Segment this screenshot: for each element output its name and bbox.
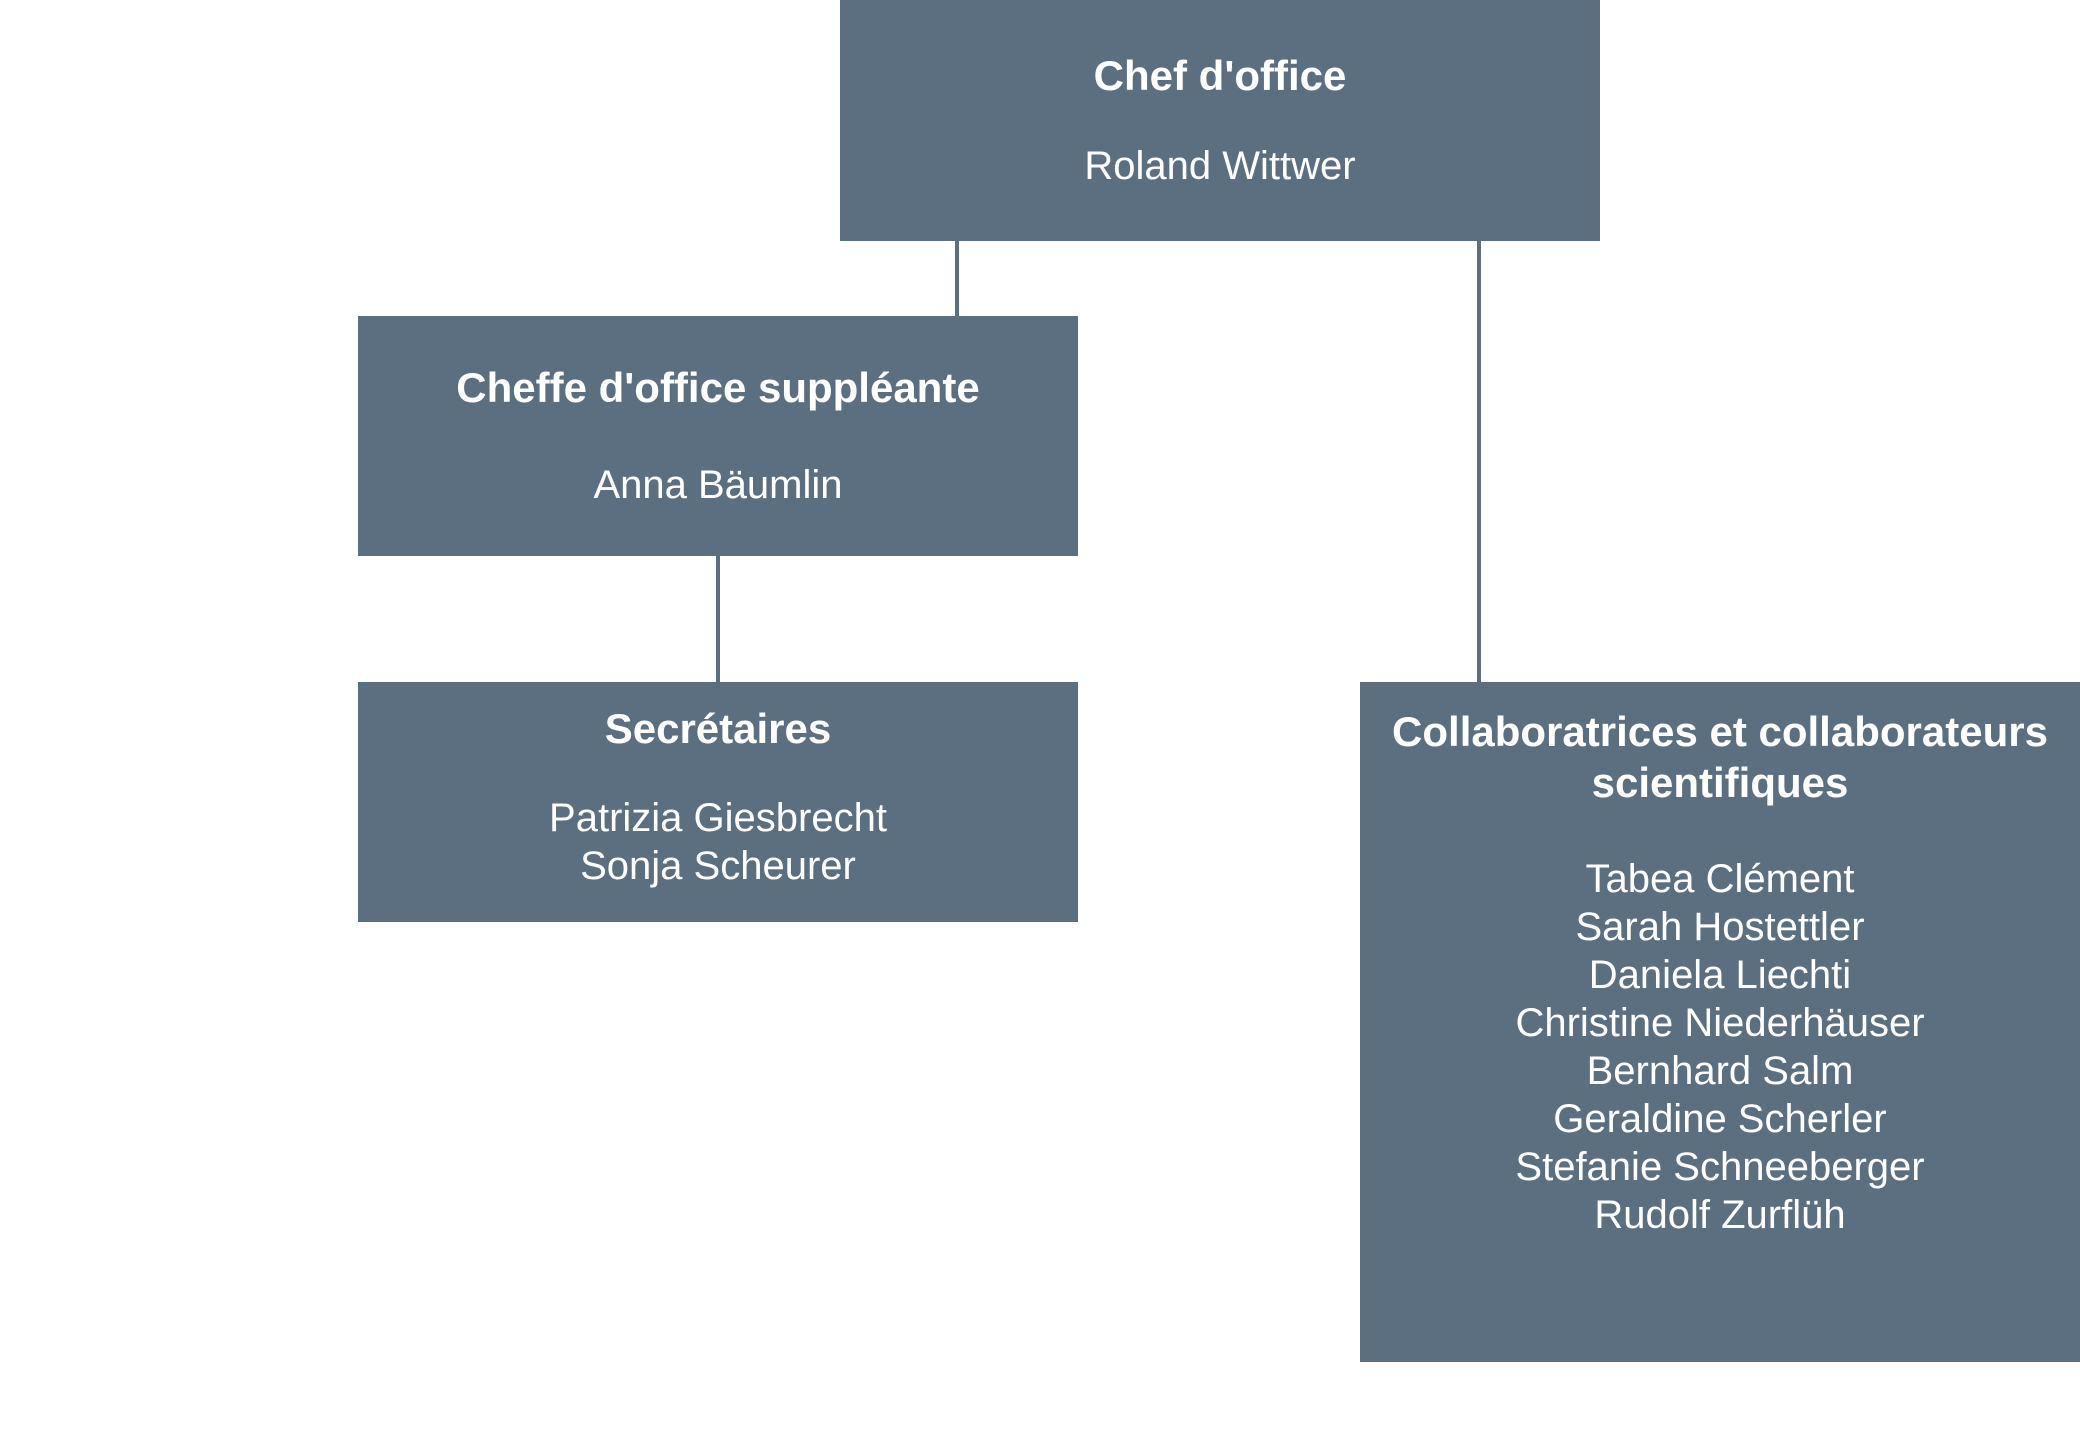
connector-chief-to-scientific-staff (1477, 240, 1481, 683)
scientific-staff-people: Tabea Clément Sarah Hostettler Daniela L… (1360, 855, 2080, 1239)
scientific-staff-person: Sarah Hostettler (1575, 905, 1865, 949)
deputy-person: Anna Bäumlin (593, 463, 843, 507)
secretaries-title: Secrétaires (604, 705, 832, 752)
deputy-box: Cheffe d'office suppléante Anna Bäumlin (358, 316, 1078, 556)
scientific-staff-title: Collaboratrices et collaborateurs scient… (1392, 708, 2048, 806)
secretary-person: Sonja Scheurer (580, 844, 856, 888)
scientific-staff-person: Bernhard Salm (1586, 1049, 1854, 1093)
chief-title: Chef d'office (1093, 52, 1347, 99)
deputy-title: Cheffe d'office suppléante (456, 364, 980, 411)
chief-person: Roland Wittwer (1084, 144, 1356, 188)
chief-box: Chef d'office Roland Wittwer (840, 0, 1600, 241)
secretaries-box: Secrétaires Patrizia Giesbrecht Sonja Sc… (358, 682, 1078, 922)
scientific-staff-person: Tabea Clément (1585, 857, 1855, 901)
scientific-staff-person: Christine Niederhäuser (1515, 1001, 1925, 1045)
scientific-staff-person: Geraldine Scherler (1553, 1097, 1887, 1141)
scientific-staff-person: Rudolf Zurflüh (1594, 1193, 1846, 1237)
connector-deputy-to-secretaries (716, 555, 720, 683)
secretary-person: Patrizia Giesbrecht (549, 796, 887, 840)
connector-chief-to-deputy (955, 240, 959, 317)
deputy-people: Anna Bäumlin (358, 461, 1078, 509)
scientific-staff-box: Collaboratrices et collaborateurs scient… (1360, 682, 2080, 1362)
scientific-staff-person: Stefanie Schneeberger (1515, 1145, 1925, 1189)
scientific-staff-person: Daniela Liechti (1588, 953, 1852, 997)
chief-people: Roland Wittwer (840, 142, 1600, 190)
secretaries-people: Patrizia Giesbrecht Sonja Scheurer (358, 794, 1078, 890)
